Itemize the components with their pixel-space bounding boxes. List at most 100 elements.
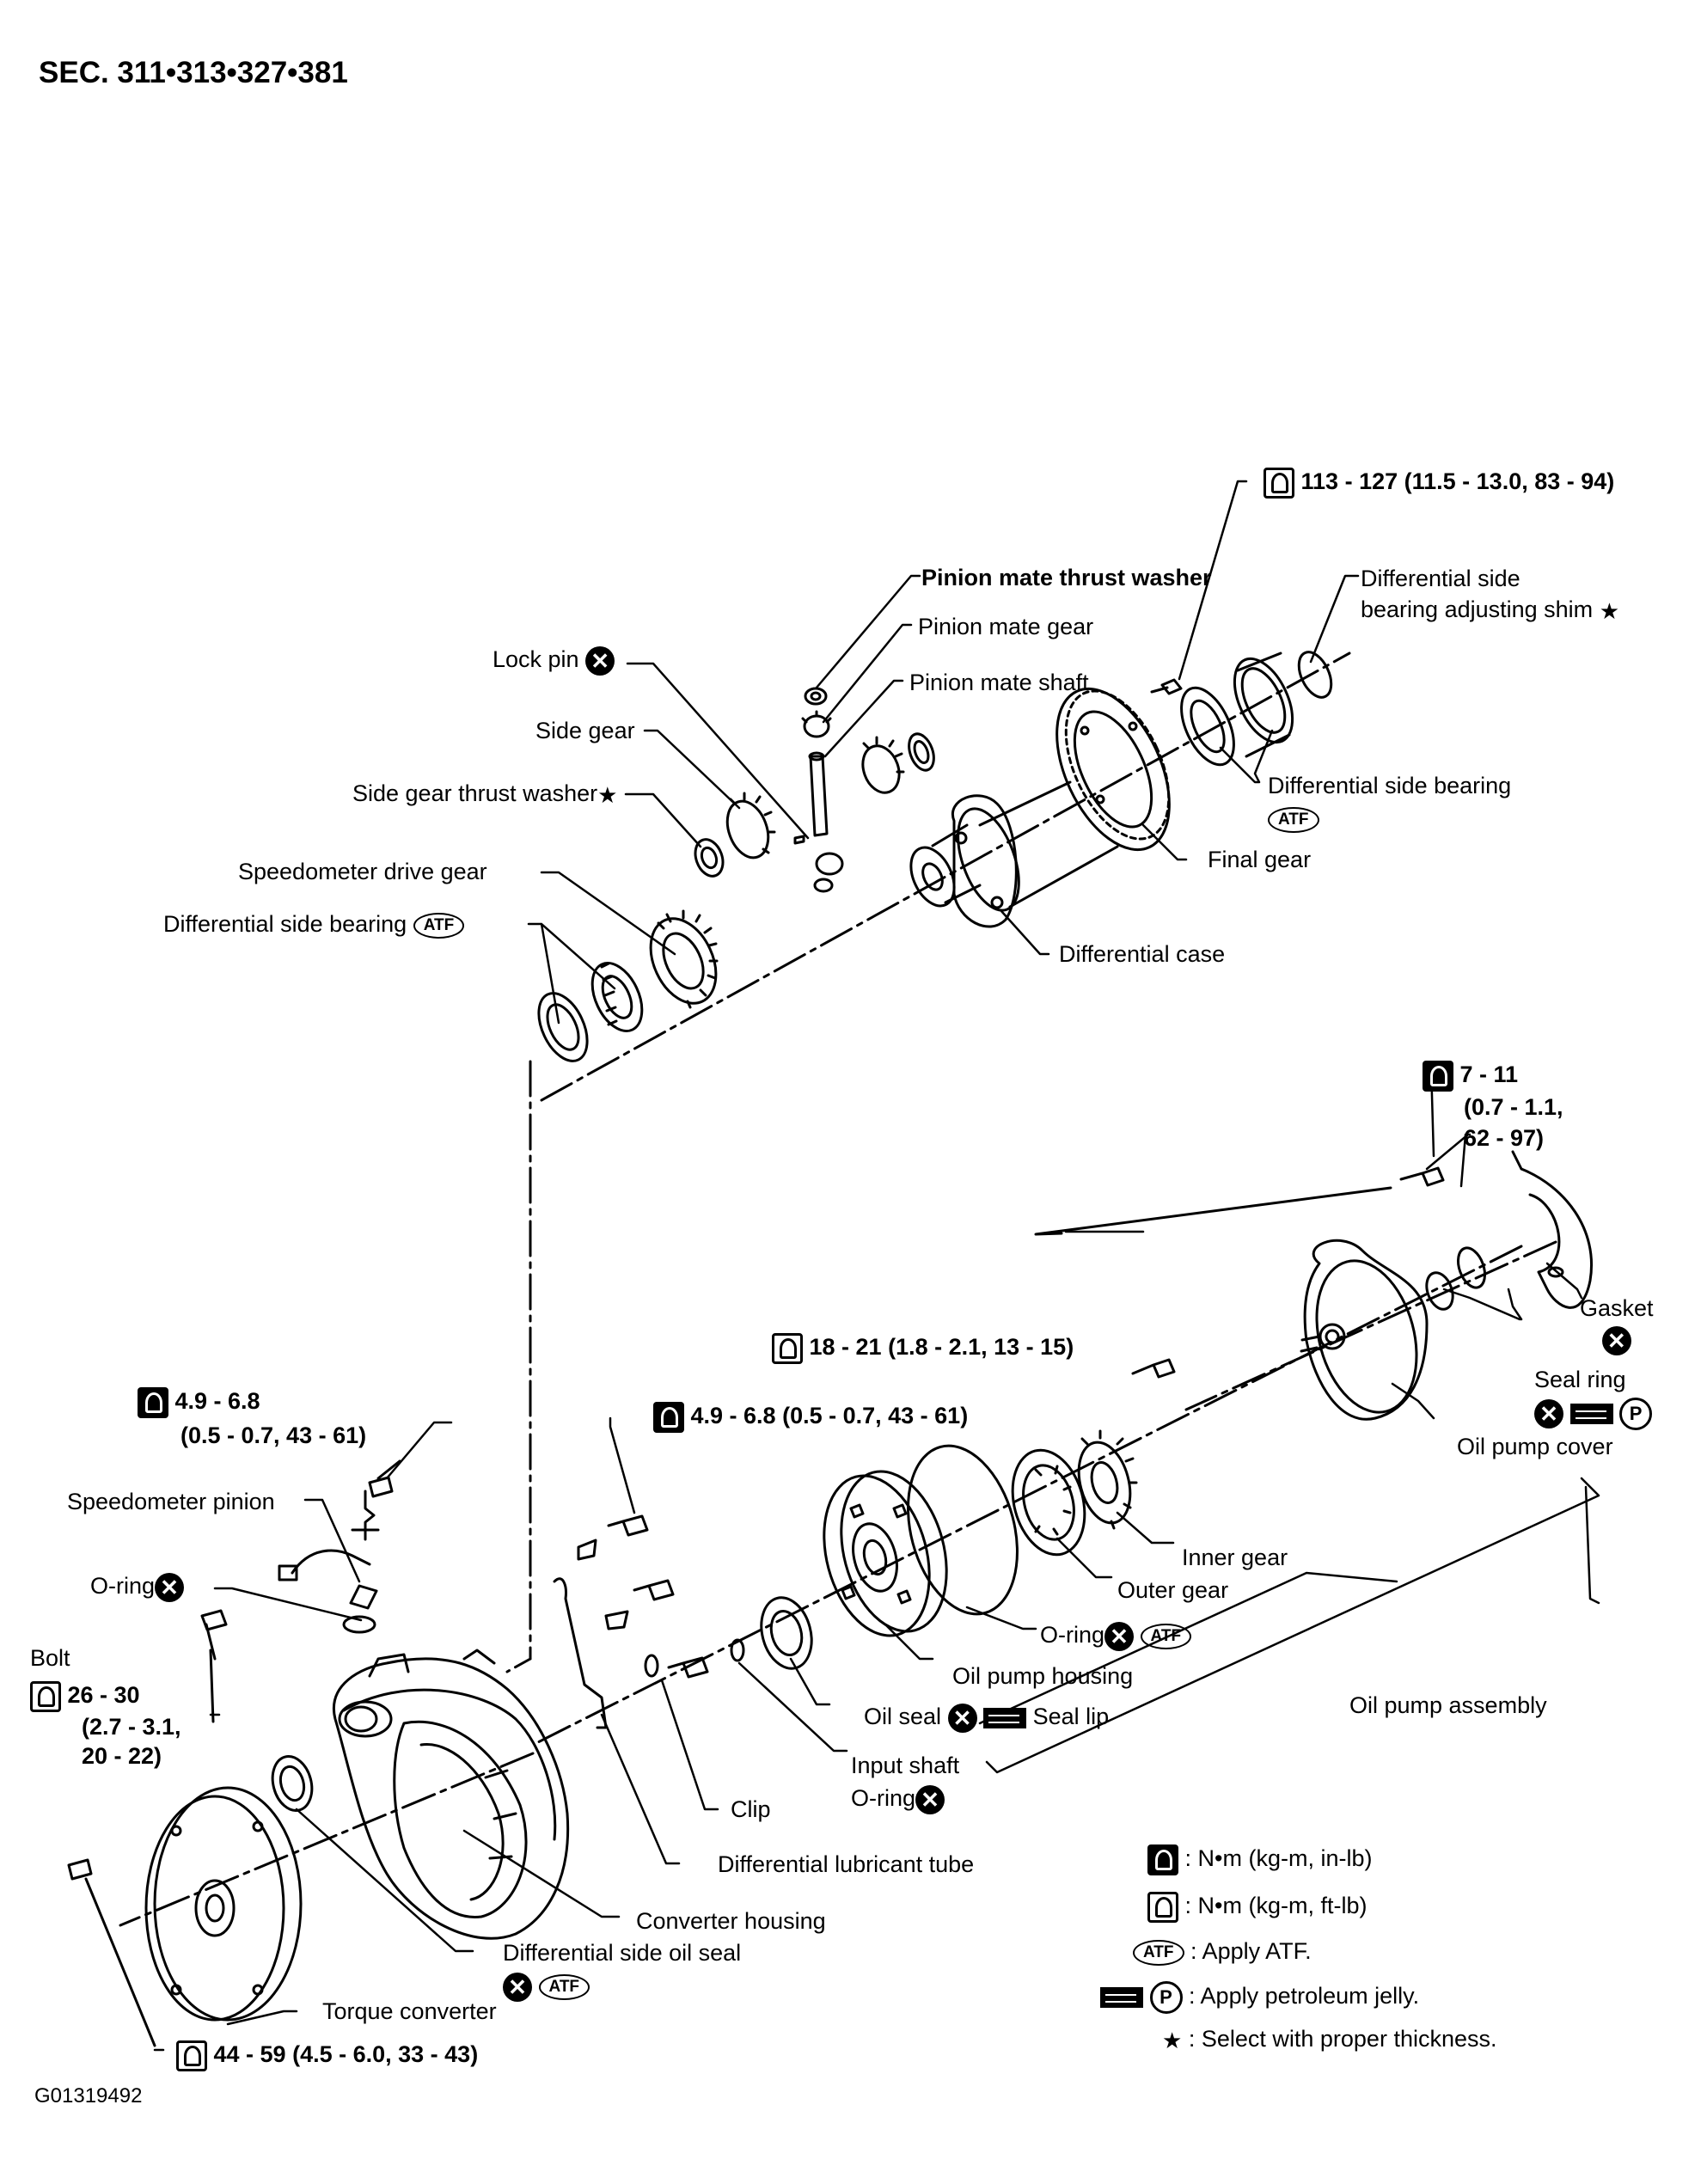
label-clip: Clip [731, 1796, 771, 1822]
torque-ftlb-icon [772, 1332, 803, 1364]
label-torque-converter: Torque converter [322, 1998, 497, 2024]
petroleum-jelly-icon [1569, 1404, 1613, 1424]
label-differential-case: Differential case [1059, 941, 1226, 967]
torque-spec-pump-bolt: 7 - 11 (0.7 - 1.1, 62 - 97) [1423, 1059, 1563, 1153]
torque-spec-cover-bolt: 18 - 21 (1.8 - 2.1, 13 - 15) [772, 1332, 1074, 1364]
label-bolt: Bolt [30, 1645, 70, 1671]
torque-inlb-icon [1147, 1844, 1178, 1875]
label-speedometer-drive-gear: Speedometer drive gear [238, 859, 487, 884]
torque-inlb-icon [1423, 1060, 1453, 1092]
select-thickness-star-icon: ★ [1162, 2027, 1183, 2053]
petroleum-jelly-icon [983, 1707, 1027, 1728]
torque-spec-converter-bolt: 44 - 59 (4.5 - 6.0, 33 - 43) [176, 2040, 478, 2071]
label-diff-side-bearing-right: Differential side bearing ATF [1268, 771, 1511, 833]
label-lock-pin: Lock pin ✕ [493, 645, 615, 676]
legend-nm-in-lb: : N•m (kg-m, in-lb) [1147, 1844, 1372, 1875]
lubricant-tube-part [553, 1577, 608, 1729]
figure-id: G01319492 [34, 2084, 143, 2108]
replace-icon: ✕ [1601, 1325, 1631, 1355]
replace-icon: ✕ [585, 645, 615, 676]
differential-side-bearing-left-part [537, 961, 644, 1062]
differential-case-part [909, 780, 1119, 928]
label-pinion-mate-gear: Pinion mate gear [918, 614, 1094, 639]
label-converter-housing: Converter housing [636, 1908, 826, 1934]
label-diff-side-bearing-adjusting-shim: Differential side bearing adjusting shim… [1361, 566, 1619, 624]
apply-atf-icon: ATF [1268, 806, 1319, 833]
torque-inlb-icon [653, 1401, 684, 1433]
torque-ftlb-icon [1147, 1891, 1178, 1923]
oil-pump-bolts [1034, 1166, 1445, 1379]
replace-icon: ✕ [1104, 1621, 1135, 1651]
label-o-ring-left: O-ring✕ [90, 1571, 185, 1602]
torque-converter-part [144, 1786, 303, 2022]
final-gear-bolt-part [1150, 678, 1183, 695]
label-final-gear: Final gear [1208, 847, 1312, 872]
label-side-gear-thrust-washer: Side gear thrust washer★ [352, 780, 618, 808]
oil-pump-cover-axis [1184, 1240, 1557, 1411]
torque-ftlb-icon [30, 1680, 61, 1712]
petroleum-p-icon: P [1619, 1398, 1653, 1430]
speedometer-pinion-part [200, 1459, 401, 1723]
differential-side-oil-seal-part [271, 1755, 314, 1812]
label-inner-gear: Inner gear [1182, 1545, 1288, 1570]
label-o-ring-pump: O-ring✕ ATF [1040, 1620, 1192, 1651]
oil-pump-cover-part [1300, 1239, 1429, 1421]
legend-select-thickness: ★ : Select with proper thickness. [1162, 2026, 1497, 2053]
pump-o-ring-part [907, 1444, 1019, 1616]
apply-atf-icon: ATF [413, 912, 465, 939]
lower-leader-lines [153, 1064, 1600, 2052]
label-seal-ring: Seal ring ✕ P [1534, 1365, 1653, 1430]
torque-spec-top: 113 - 127 (11.5 - 13.0, 83 - 94) [1264, 467, 1614, 499]
pinion-mate-parts [793, 687, 935, 893]
section-title: SEC. 311•313•327•381 [39, 56, 348, 89]
converter-axis [119, 1752, 535, 1927]
label-oil-pump-cover: Oil pump cover [1457, 1434, 1613, 1459]
differential-axis [540, 652, 1351, 1102]
label-oil-pump-assembly: Oil pump assembly [1349, 1692, 1547, 1718]
label-side-gear: Side gear [535, 718, 635, 743]
oil-pump-housing-part [823, 1470, 948, 1637]
label-speedometer-pinion: Speedometer pinion [67, 1489, 275, 1514]
label-input-shaft-o-ring: Input shaft O-ring✕ [851, 1753, 960, 1814]
label-diff-side-bearing-left: Differential side bearing ATF [163, 909, 465, 939]
replace-icon: ✕ [915, 1784, 945, 1814]
label-oil-pump-housing: Oil pump housing [952, 1663, 1134, 1689]
label-gasket: Gasket ✕ [1580, 1295, 1654, 1355]
torque-spec-tube-bolt: 4.9 - 6.8 (0.5 - 0.7, 43 - 61) [653, 1401, 968, 1433]
tube-bolts-part [577, 1514, 709, 1679]
replace-icon: ✕ [947, 1703, 977, 1733]
replace-icon: ✕ [503, 1972, 532, 2002]
adjusting-shim-part [1297, 651, 1333, 699]
gasket-part [1511, 1150, 1593, 1309]
oil-pump-axis [531, 1245, 1523, 1747]
converter-housing-part [332, 1649, 570, 1940]
label-oil-seal: Oil seal ✕ Seal lip [864, 1703, 1110, 1733]
torque-spec-speedometer-pinion: 4.9 - 6.8 (0.5 - 0.7, 43 - 61) [138, 1384, 366, 1453]
torque-ftlb-icon [1264, 467, 1294, 499]
differential-side-bearing-right-part [1180, 652, 1294, 767]
select-thickness-star-icon: ★ [1599, 597, 1619, 624]
converter-bolt-part [67, 1858, 156, 2047]
torque-ftlb-icon [176, 2040, 207, 2071]
label-diff-side-oil-seal: Differential side oil seal ✕ ATF [503, 1940, 742, 2002]
side-gear-parts [694, 792, 776, 878]
label-outer-gear: Outer gear [1117, 1577, 1229, 1603]
leader-lines [527, 480, 1360, 1025]
torque-inlb-icon [138, 1386, 168, 1418]
apply-atf-icon: ATF [538, 1973, 590, 2000]
input-shaft-o-ring-part [730, 1638, 745, 1662]
apply-atf-icon: ATF [1140, 1623, 1192, 1649]
apply-atf-icon: ATF [1133, 1939, 1184, 1966]
oil-seal-part [760, 1596, 813, 1670]
label-diff-lubricant-tube: Differential lubricant tube [718, 1851, 975, 1877]
speedometer-drive-gear-part [649, 909, 719, 1009]
label-pinion-mate-thrust-washer: Pinion mate thrust washer [921, 565, 1212, 590]
petroleum-jelly-icon [1100, 1987, 1143, 2008]
final-gear-part [1055, 687, 1171, 852]
seal-rings-part [1425, 1246, 1487, 1311]
legend-nm-ft-lb: : N•m (kg-m, ft-lb) [1147, 1891, 1367, 1923]
legend-petroleum-jelly: P : Apply petroleum jelly. [1100, 1981, 1419, 2014]
select-thickness-star-icon: ★ [597, 781, 618, 808]
legend-apply-atf: ATF : Apply ATF. [1133, 1936, 1312, 1966]
petroleum-p-icon: P [1149, 1981, 1183, 2014]
